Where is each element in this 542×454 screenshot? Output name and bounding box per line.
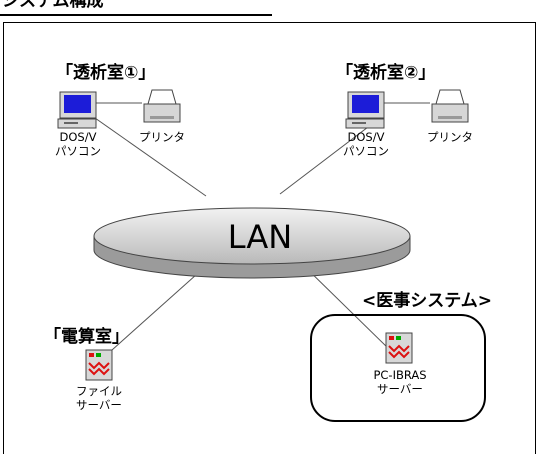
printer-icon-1 (143, 89, 181, 123)
pc2-label: DOS/V パソコン (336, 130, 396, 158)
room-label-dialysis-1: 「透析室①」 (56, 63, 156, 83)
lan-label: LAN (227, 218, 293, 256)
frame-right-border (535, 22, 536, 454)
pc1-label: DOS/V パソコン (48, 130, 108, 158)
pc1-label-line1: DOS/V (59, 130, 97, 144)
link-lan-ibras (299, 261, 391, 351)
medical-system-label: <医事システム> (362, 291, 492, 311)
file-server-label: ファイル サーバー (68, 384, 130, 412)
file-server-label-line1: ファイル (76, 384, 122, 398)
ibras-server-label-line2: サーバー (377, 382, 423, 396)
frame-top-border (3, 22, 536, 23)
link-pc2-lan (279, 123, 373, 195)
room-label-dialysis-2: 「透析室②」 (336, 63, 436, 83)
pc-icon-2 (345, 91, 385, 129)
title-underline (0, 14, 272, 16)
lan-cloud (93, 207, 411, 279)
room-label-computing: 「電算室」 (44, 327, 129, 347)
pc1-label-line2: パソコン (55, 144, 101, 158)
link-pc1-lan (94, 117, 207, 197)
pc2-label-line1: DOS/V (347, 130, 385, 144)
ibras-server-label: PC-IBRAS サーバー (364, 368, 436, 396)
ibras-server-label-line1: PC-IBRAS (373, 368, 427, 382)
printer-icon-2 (431, 89, 469, 123)
pc2-label-line2: パソコン (343, 144, 389, 158)
pc-icon-1 (57, 91, 97, 129)
medical-system-box (310, 314, 486, 422)
file-server-label-line2: サーバー (76, 398, 122, 412)
link-lan-fileserver (111, 265, 207, 351)
printer2-label: プリンタ (427, 130, 473, 144)
frame-left-border (3, 22, 4, 454)
file-server-icon (85, 349, 113, 381)
printer1-label: プリンタ (139, 130, 185, 144)
ibras-server-icon (385, 332, 413, 364)
diagram-title: システム構成 (2, 0, 104, 11)
